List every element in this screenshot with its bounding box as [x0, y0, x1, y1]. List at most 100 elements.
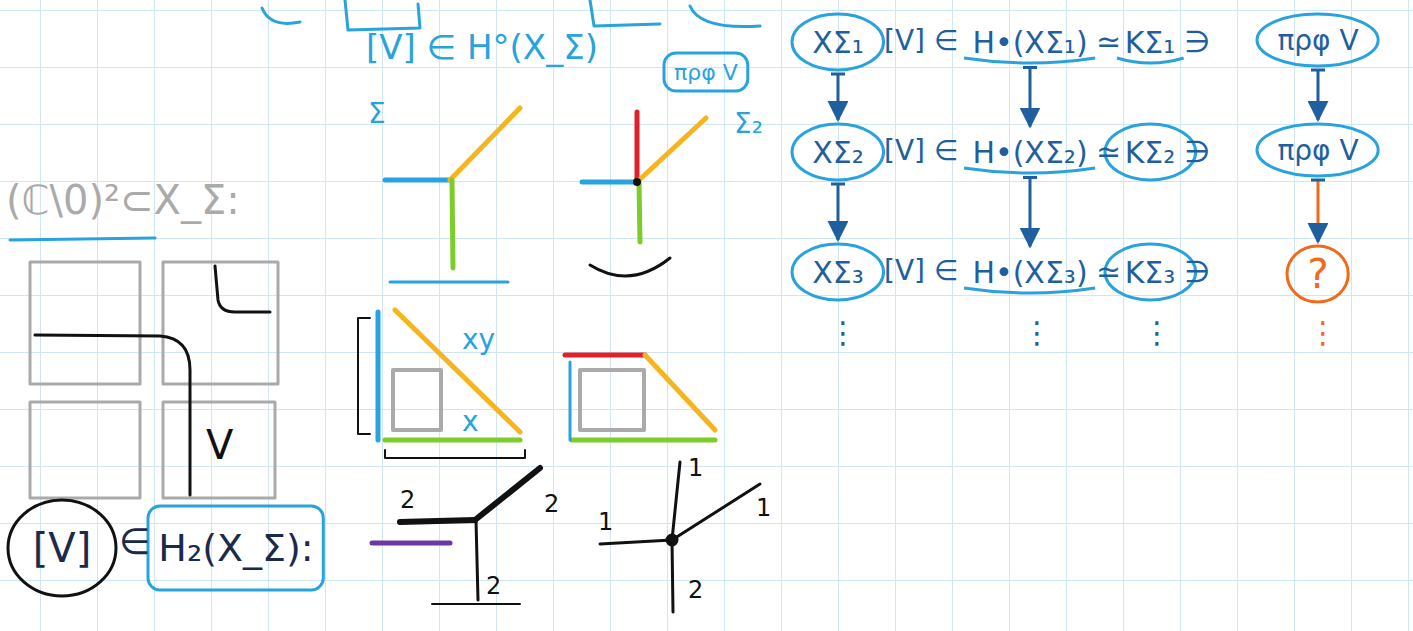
- node-text: H•(XΣ₂): [972, 135, 1087, 170]
- note-label: ≃: [1096, 257, 1121, 287]
- note-label: 1: [688, 456, 703, 480]
- node-text: [V]: [33, 525, 92, 571]
- square: [163, 402, 275, 498]
- polytope-two: [565, 355, 715, 440]
- vertex: [633, 178, 641, 186]
- curve: [215, 266, 270, 312]
- edge-line: [572, 438, 715, 443]
- note-label: [V] ∈: [884, 27, 958, 55]
- scribble: [690, 6, 760, 27]
- node-box: H₂(X_Σ):: [146, 504, 325, 592]
- fan-one: [385, 108, 520, 282]
- node-text: KΣ₁: [1125, 25, 1176, 60]
- underline: [432, 603, 520, 605]
- curve: [590, 258, 670, 276]
- bracket: [358, 318, 370, 434]
- ray: [639, 182, 640, 242]
- node-box: [V]: [6, 498, 118, 598]
- node-box: πρφ V: [662, 51, 750, 93]
- node-box: XΣ₁: [790, 12, 886, 72]
- note-label: ∋: [1184, 27, 1210, 57]
- edge-line: [565, 353, 645, 358]
- divisor-curves: [35, 266, 270, 495]
- fan-two: [582, 112, 706, 276]
- circle-outline: [792, 14, 884, 70]
- weighted-fan-one: [372, 468, 540, 604]
- scribble: [590, 0, 660, 26]
- node-text: XΣ₂: [812, 135, 864, 170]
- note-label: x: [462, 408, 479, 436]
- circle-outline: [1257, 124, 1378, 176]
- ray: [637, 118, 706, 182]
- edge-line: [569, 362, 572, 440]
- scribble: [262, 8, 300, 23]
- underline: [390, 281, 508, 284]
- node-box: πρφ V: [1255, 12, 1380, 68]
- node-box: XΣ₂: [790, 122, 886, 182]
- note-label: ∋: [1184, 257, 1210, 287]
- note-label: ≃: [1096, 137, 1121, 167]
- note-label: 2: [400, 488, 415, 512]
- note-label: ⋮: [828, 318, 858, 348]
- node-text: KΣ₃: [1125, 255, 1176, 290]
- map-arrow: [1028, 68, 1031, 127]
- ray: [600, 540, 672, 544]
- note-label: 2: [544, 492, 559, 516]
- square: [30, 262, 140, 384]
- square: [30, 402, 140, 498]
- node-box: ?: [1285, 244, 1350, 304]
- node-text: πρφ V: [674, 60, 738, 85]
- note-label: V: [206, 425, 233, 465]
- note-label: 2: [486, 574, 501, 598]
- note-label: ⋮: [1022, 318, 1052, 348]
- note-label: Σ₂: [734, 110, 763, 138]
- maps-to-bar: [1311, 179, 1325, 182]
- circle-outline: [1287, 246, 1348, 302]
- map-arrow: [836, 184, 839, 240]
- node-text: πρφ V: [1277, 24, 1358, 57]
- ray: [400, 520, 475, 522]
- ray: [672, 484, 760, 540]
- node-text: H•(XΣ₃): [972, 255, 1087, 290]
- map-arrow: [1028, 178, 1031, 247]
- square: [163, 262, 278, 384]
- ray: [476, 520, 478, 600]
- box-outline: [664, 53, 748, 91]
- node-box: H•(XΣ₁): [960, 19, 1099, 66]
- ray: [672, 540, 673, 612]
- maps-to-bar: [1023, 176, 1037, 179]
- note-label: ≃: [1096, 27, 1121, 57]
- curve: [35, 335, 190, 495]
- node-text: KΣ₂: [1125, 135, 1176, 170]
- maps-to-bar: [831, 73, 845, 76]
- note-label: [V] ∈: [884, 137, 958, 165]
- ray: [450, 108, 520, 180]
- note-label: Σ: [368, 100, 386, 128]
- note-label: ∈: [119, 524, 150, 560]
- maps-to-bar: [831, 183, 845, 186]
- node-text: XΣ₁: [812, 25, 864, 60]
- vertex: [667, 535, 677, 545]
- note-label: [V] ∈: [884, 257, 958, 285]
- node-box: H•(XΣ₃): [960, 249, 1099, 296]
- node-box: H•(XΣ₂): [960, 129, 1099, 176]
- note-label: 1: [756, 496, 771, 520]
- maps-to-bar: [1023, 66, 1037, 69]
- bracket: [385, 450, 525, 458]
- polytope-one: [358, 310, 525, 458]
- note-label: ⋮: [1308, 318, 1338, 348]
- scribble: [345, 0, 420, 30]
- circle-outline: [8, 500, 116, 596]
- edge-line: [385, 438, 520, 443]
- ray: [635, 112, 640, 182]
- ray: [475, 468, 540, 520]
- node-text: H₂(X_Σ):: [158, 526, 313, 570]
- circle-outline: [792, 244, 884, 300]
- node-box: πρφ V: [1255, 122, 1380, 178]
- square: [580, 370, 644, 430]
- note-label: (ℂ\0)²⊂X_Σ:: [6, 180, 240, 220]
- node-text: πρφ V: [1277, 134, 1358, 167]
- note-label: ∋: [1184, 137, 1210, 167]
- node-text: H•(XΣ₁): [972, 25, 1087, 60]
